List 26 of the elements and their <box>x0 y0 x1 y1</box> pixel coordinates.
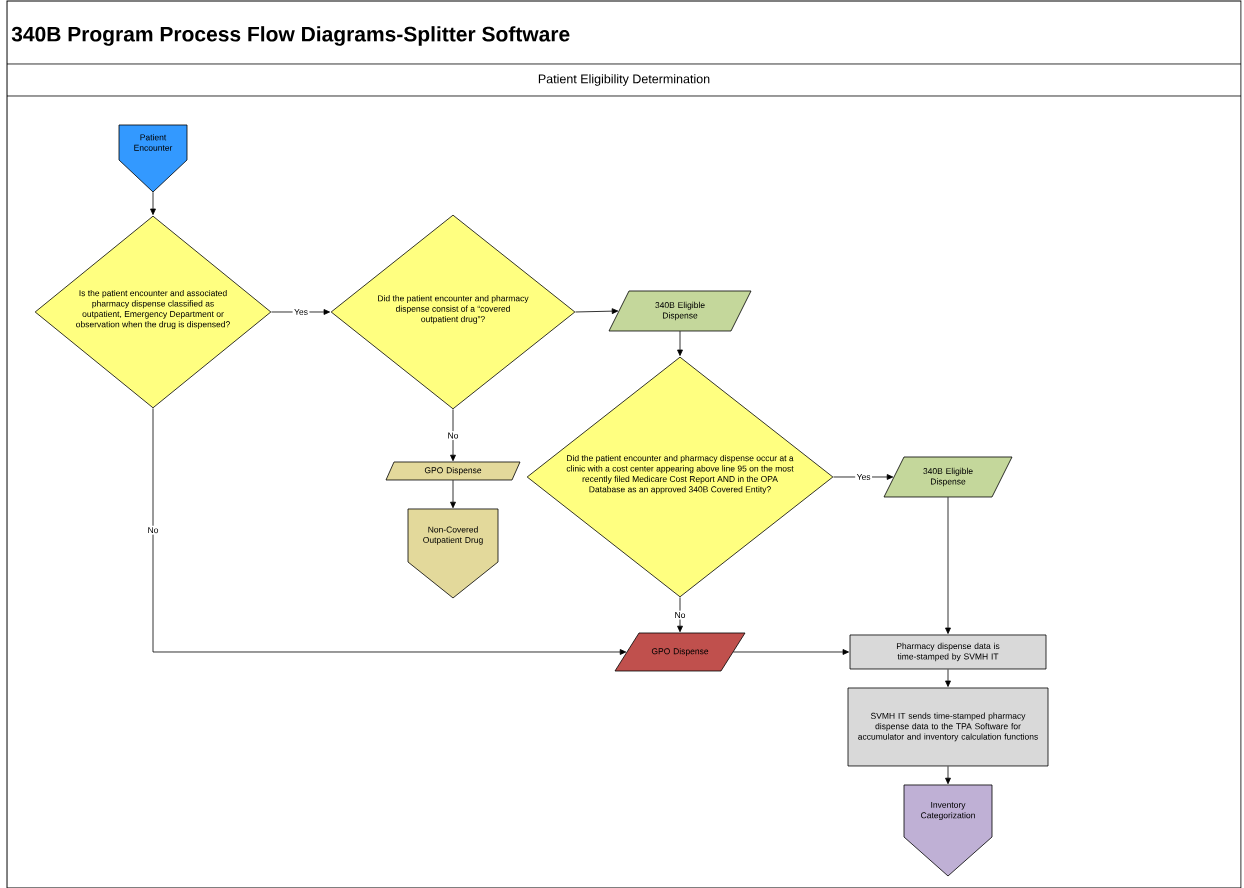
edge-label: No <box>146 525 160 535</box>
arrow <box>575 308 619 315</box>
arrow <box>945 496 951 634</box>
data-parallelogram: 340B Eligible Dispense <box>608 290 752 332</box>
edge-label: Yes <box>292 307 310 317</box>
edge-label: Yes <box>855 472 873 482</box>
arrow <box>732 649 849 655</box>
data-parallelogram: 340B Eligible Dispense <box>883 456 1013 498</box>
process-box: SVMH IT sends time-stamped pharmacy dispense data to the TPA Software for accumulator and inventory calculation functions <box>847 687 1049 767</box>
section-header: Patient Eligibility Determination <box>538 74 710 86</box>
arrow <box>833 474 894 480</box>
arrow <box>677 597 683 633</box>
arrow <box>150 191 156 215</box>
data-parallelogram: GPO Dispense <box>385 461 521 481</box>
arrow <box>152 408 627 655</box>
arrow <box>271 309 330 315</box>
arrow <box>945 766 951 785</box>
edge-label: No <box>673 610 687 620</box>
arrow <box>677 330 683 356</box>
title: 340B Program Process Flow Diagrams-Splitter Software <box>11 26 570 46</box>
arrow <box>945 669 951 687</box>
data-parallelogram: GPO Dispense <box>614 632 746 672</box>
arrow <box>450 409 456 462</box>
process-box: Pharmacy dispense data is time-stamped by SVMH IT <box>849 634 1047 670</box>
arrow <box>450 479 456 509</box>
edge-label: No <box>446 431 460 441</box>
